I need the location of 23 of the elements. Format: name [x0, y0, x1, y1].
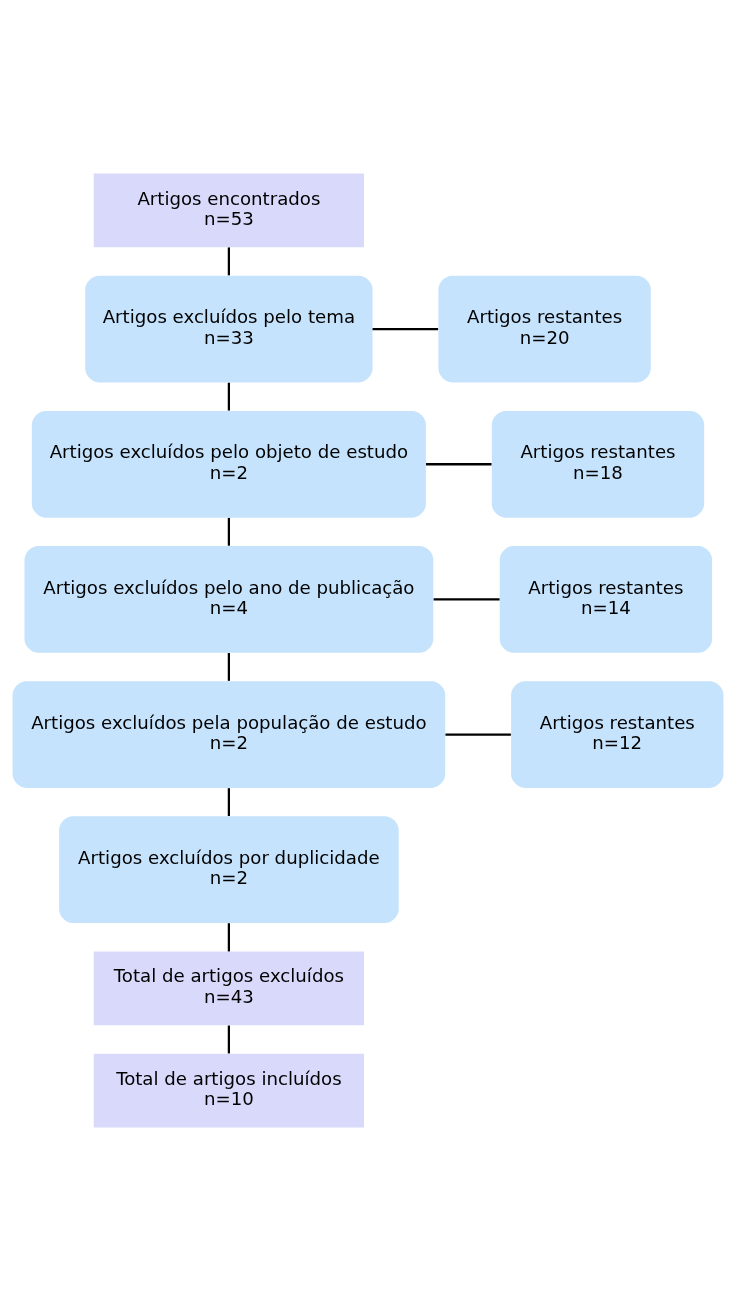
- connector: [445, 733, 511, 736]
- node-box: Artigos excluídos pelo tema n=33: [85, 275, 373, 383]
- connector: [426, 463, 492, 466]
- node-box: Artigos restantes n=14: [499, 546, 713, 653]
- connector: [227, 247, 231, 276]
- connector: [372, 328, 439, 331]
- node-box: Artigos encontrados n=53: [93, 173, 365, 248]
- node-box: Artigos restantes n=12: [511, 681, 724, 788]
- node-box: Artigos excluídos pela população de estudo n=2: [12, 681, 446, 788]
- node-box: Total de artigos incluídos n=10: [93, 1053, 365, 1128]
- connector: [433, 598, 500, 601]
- connector: [227, 653, 231, 681]
- node-box: Artigos excluídos pelo ano de publicação n=4: [24, 546, 434, 653]
- node-box: Total de artigos excluídos n=43: [93, 951, 365, 1026]
- connector: [227, 382, 231, 411]
- node-box: Artigos excluídos por duplicidade n=2: [59, 816, 399, 924]
- connector: [227, 517, 231, 546]
- node-box: Artigos excluídos pelo objeto de estudo n=2: [31, 410, 426, 518]
- node-box: Artigos restantes n=18: [491, 410, 705, 518]
- connector: [227, 923, 231, 952]
- connector: [227, 1025, 231, 1054]
- node-box: Artigos restantes n=20: [438, 275, 651, 383]
- connector: [227, 788, 231, 816]
